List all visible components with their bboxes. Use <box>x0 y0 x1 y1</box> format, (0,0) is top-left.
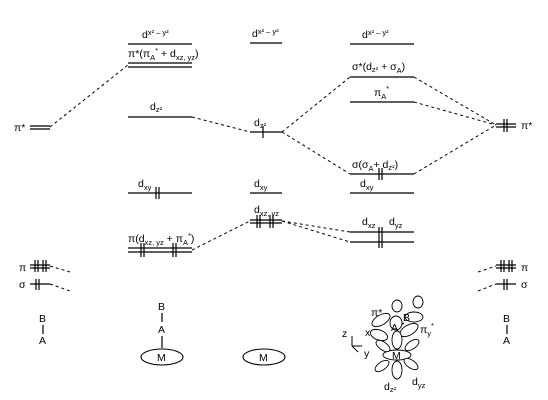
dyz-lobe <box>403 357 419 371</box>
col3-dx2y2-label: dx² – y² <box>362 28 389 41</box>
col1-atom-a: A <box>158 324 165 336</box>
axis-y <box>351 345 359 353</box>
dyz-lobe <box>375 339 391 353</box>
corr-line <box>413 76 497 126</box>
a-lobe-left-down <box>369 328 389 342</box>
right-pi-star-label: π* <box>521 120 532 132</box>
metal-fragment-column: dx² – y² dz² dxy dxz, yz M <box>242 27 286 366</box>
left-sigma-label: σ <box>19 279 26 291</box>
left-ligand-orbitals: π* π σ B A <box>14 122 50 347</box>
a-lobe-top <box>389 315 403 331</box>
col2-metal: M <box>259 352 268 364</box>
correlation-lines <box>49 64 497 292</box>
sketch-pi-star: π* <box>371 307 382 319</box>
corr-line <box>281 220 351 233</box>
b-lobe-top-right <box>412 295 424 309</box>
corr-line <box>281 131 351 175</box>
b-lobe-right <box>404 311 424 323</box>
left-atom-a: A <box>39 335 46 347</box>
col1-atom-b: B <box>158 301 165 313</box>
axis-z-label: z <box>342 328 347 340</box>
corr-line <box>477 283 497 292</box>
col2-dz2-label: dz² <box>254 117 267 130</box>
left-pi-star-label: π* <box>14 122 25 134</box>
corr-line <box>413 101 497 126</box>
left-pi-label: π <box>19 262 26 274</box>
corr-line <box>413 124 497 175</box>
corr-line <box>281 220 351 243</box>
left-atom-b: B <box>39 313 46 325</box>
col1-pistar-combo-label: π*(πA* + dxz, yz) <box>128 46 199 62</box>
corr-line <box>477 265 497 273</box>
dz2-lobe-top <box>391 330 403 350</box>
col1-metal-ellipse <box>140 348 184 366</box>
dyz-lobe <box>404 338 420 352</box>
col2-metal-ellipse <box>242 348 286 366</box>
dyz-lobe <box>374 359 390 373</box>
a-lobe-left-up <box>371 312 391 328</box>
corr-line <box>191 220 251 251</box>
sketch-piy-star: πy* <box>420 321 434 338</box>
b-lobe-top <box>391 299 403 313</box>
corr-line <box>49 64 129 128</box>
col1-metal: M <box>157 352 166 364</box>
right-sigma-label: σ <box>521 279 528 291</box>
sketch-atom-a: A <box>391 322 398 334</box>
corr-line <box>191 116 251 133</box>
sketch-metal: M <box>392 350 401 362</box>
sketch-dyz-label: dyz <box>412 376 426 390</box>
right-atom-a: A <box>503 335 510 347</box>
complex-column-3: dx² – y² σ*(dz² + σA) πA* σ(σA+ dz²) dxy… <box>350 28 414 248</box>
col2-dxzyz-label: dxz, yz <box>254 204 279 218</box>
col1-dx2y2-label: dx² – y² <box>142 28 169 41</box>
col1-dz2-label: dz² <box>150 101 163 114</box>
dz2-lobe-bottom <box>391 360 403 380</box>
col3-dxz-label: dxz <box>362 216 376 230</box>
col2-dxy-label: dxy <box>254 178 268 192</box>
orbital-sketch: B A π* πy* M z x y dz² dyz <box>342 295 434 394</box>
complex-column-1: dx² – y² π*(πA* + dxz, yz) dz² dxy π(dxz… <box>128 28 199 366</box>
axis-y-label: y <box>364 348 370 360</box>
corr-line <box>49 265 71 273</box>
col3-dyz-label: dyz <box>389 216 403 230</box>
dz2-torus <box>382 349 412 361</box>
col1-pi-combo-label: π(dxz, yz + πA*) <box>128 231 194 247</box>
right-ligand-orbitals: π* π σ B A <box>496 119 532 347</box>
col1-dxy-label: dxy <box>138 178 152 192</box>
sketch-dz2-label: dz² <box>384 381 397 394</box>
right-atom-b: B <box>503 313 510 325</box>
col2-dx2y2-label: dx² – y² <box>252 27 279 40</box>
col3-pia-star-label: πA* <box>374 84 389 101</box>
corr-line <box>281 76 351 133</box>
corr-line <box>49 283 71 292</box>
col3-sigma-label: σ(σA+ dz²) <box>352 159 398 173</box>
axis-x-label: x <box>365 327 371 339</box>
col3-dxy-label: dxy <box>360 178 374 192</box>
col3-sigma-star-label: σ*(dz² + σA) <box>352 61 405 75</box>
sketch-atom-b: B <box>403 312 410 324</box>
right-pi-label: π <box>521 262 528 274</box>
